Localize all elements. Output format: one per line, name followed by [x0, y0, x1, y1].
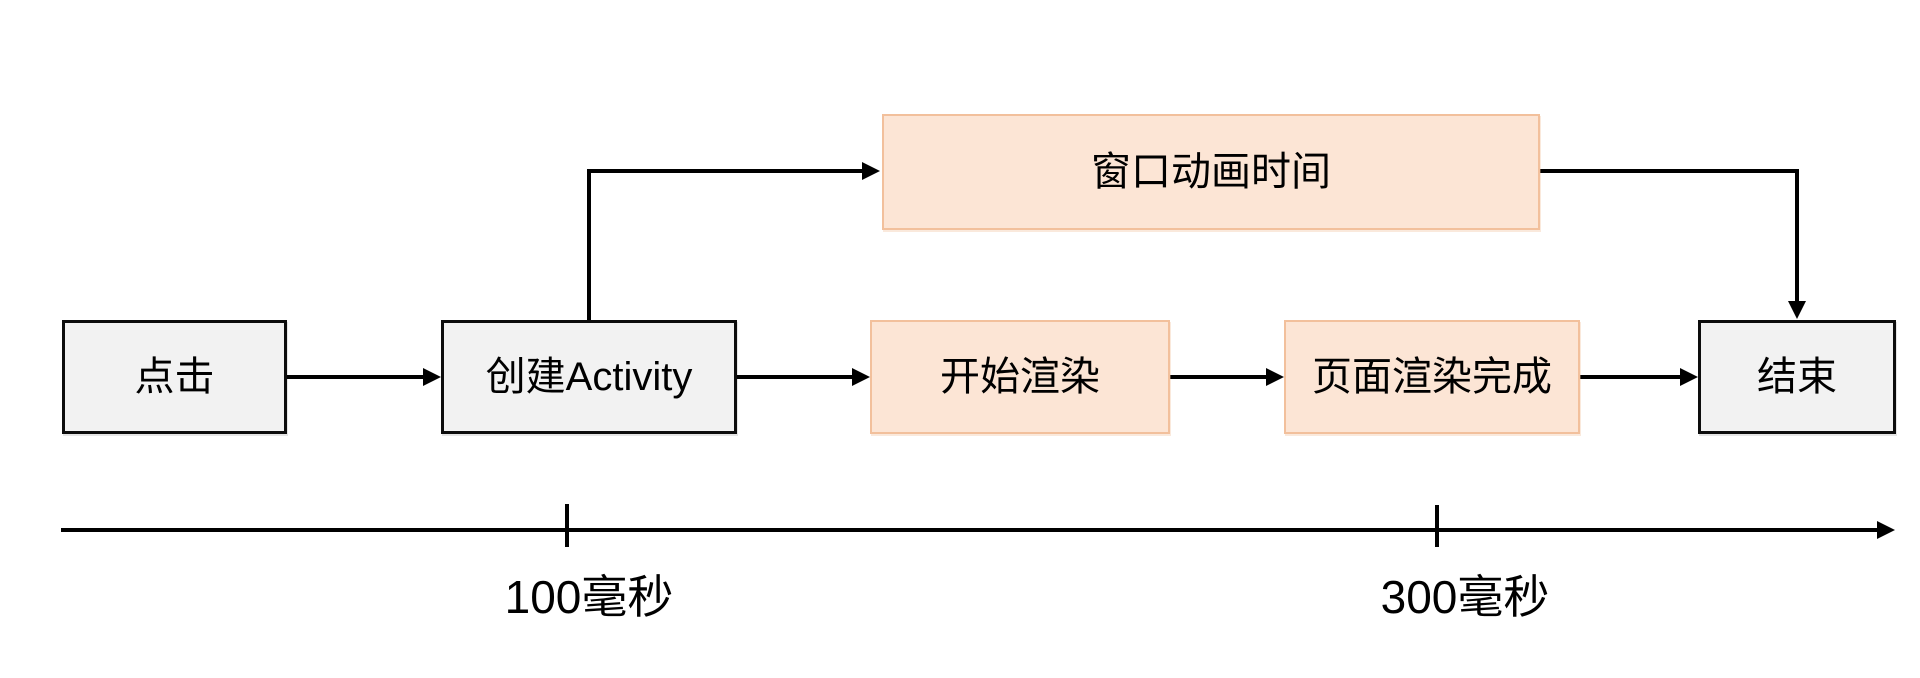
arrowhead-into-render-complete-icon	[1266, 368, 1284, 386]
node-start-render: 开始渲染	[870, 320, 1170, 434]
node-render-complete-label: 页面渲染完成	[1312, 355, 1552, 399]
node-click: 点击	[62, 320, 287, 434]
timeline-label-300ms: 300毫秒	[1380, 571, 1550, 623]
connector-animation-to-end-vertical	[1795, 169, 1799, 301]
timeline-tick-300ms	[1435, 505, 1439, 547]
arrowhead-into-create-activity-icon	[423, 368, 441, 386]
node-render-complete: 页面渲染完成	[1284, 320, 1580, 434]
node-create-activity-label: 创建Activity	[485, 355, 693, 399]
arrowhead-into-window-animation-icon	[862, 162, 880, 180]
arrowhead-into-end-box-icon	[1680, 368, 1698, 386]
node-create-activity: 创建Activity	[441, 320, 737, 434]
node-window-animation-label: 窗口动画时间	[1091, 150, 1331, 194]
connector-complete-to-end	[1580, 375, 1680, 379]
node-end: 结束	[1698, 320, 1896, 434]
arrowhead-into-start-render-icon	[852, 368, 870, 386]
arrowhead-into-end-icon	[1788, 301, 1806, 319]
timeline-axis	[61, 528, 1877, 532]
node-end-label: 结束	[1757, 355, 1837, 399]
node-start-render-label: 开始渲染	[940, 355, 1100, 399]
connector-click-to-create	[287, 375, 423, 379]
connector-create-to-animation-horizontal	[587, 169, 862, 173]
timeline-label-100ms: 100毫秒	[504, 571, 674, 623]
node-click-label: 点击	[134, 355, 215, 399]
timeline-axis-arrowhead-icon	[1877, 521, 1895, 539]
connector-create-to-start-render	[737, 375, 852, 379]
node-window-animation: 窗口动画时间	[882, 114, 1540, 230]
timeline-tick-100ms	[565, 504, 569, 547]
connector-animation-to-end-horizontal	[1540, 169, 1799, 173]
connector-create-to-animation-vertical	[587, 169, 591, 320]
connector-start-render-to-complete	[1170, 375, 1266, 379]
